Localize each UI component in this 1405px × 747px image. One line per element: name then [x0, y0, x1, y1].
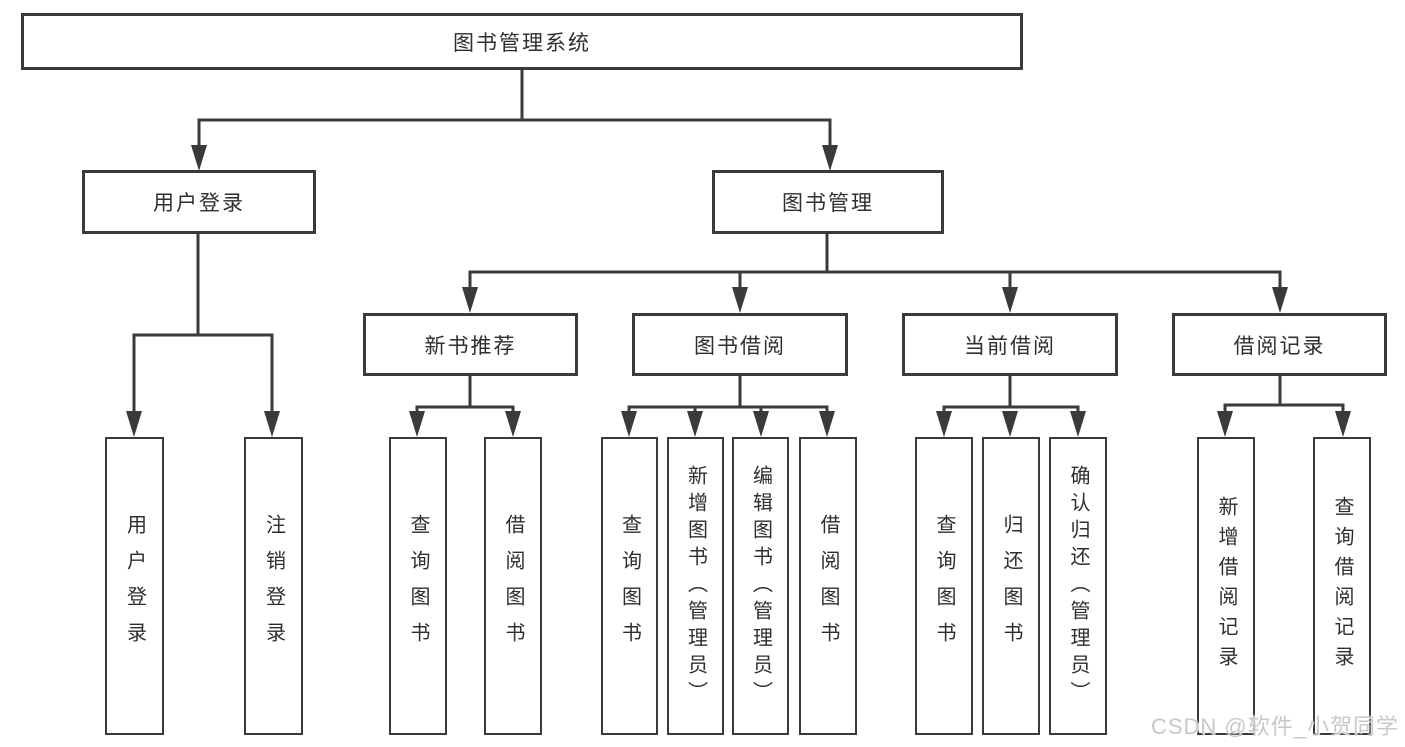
leaf-logout-label: 注销登录: [262, 514, 285, 658]
leaf-add-book-admin: 新增图书（管理员）: [667, 437, 724, 735]
leaf-borrow-book-recommend: 借阅图书: [484, 437, 542, 735]
node-book-management: 图书管理: [712, 170, 944, 234]
node-new-book-recommend: 新书推荐: [363, 313, 578, 376]
node-user-login-label: 用户登录: [153, 192, 245, 215]
node-current-borrow: 当前借阅: [902, 313, 1118, 376]
leaf-user-login: 用户登录: [105, 437, 164, 735]
connector-user-login: [132, 233, 274, 413]
leaf-user-login-label: 用户登录: [123, 514, 146, 658]
leaf-query-borrow-record-label: 查询借阅记录: [1331, 496, 1353, 676]
connector-paths: [132, 68, 1345, 413]
connector-new-book-recommend: [415, 376, 515, 413]
node-new-book-recommend-label: 新书推荐: [424, 334, 517, 358]
connector-book-borrow: [627, 376, 829, 413]
leaf-query-book-recommend-label: 查询图书: [407, 514, 429, 658]
leaf-query-book-current-label: 查询图书: [933, 514, 955, 658]
node-user-login: 用户登录: [82, 170, 316, 234]
leaf-logout: 注销登录: [244, 437, 303, 735]
leaf-query-book-current: 查询图书: [915, 437, 973, 735]
leaf-edit-book-admin: 编辑图书（管理员）: [732, 437, 789, 735]
leaf-query-book-borrow-label: 查询图书: [618, 514, 641, 658]
leaf-borrow-book-label: 借阅图书: [817, 514, 839, 658]
node-current-borrow-label: 当前借阅: [964, 334, 1056, 358]
leaf-return-book-label: 归还图书: [1000, 514, 1022, 658]
leaf-add-borrow-record: 新增借阅记录: [1197, 437, 1255, 735]
node-book-borrow-label: 图书借阅: [694, 334, 786, 358]
leaf-query-book-recommend: 查询图书: [389, 437, 447, 735]
leaf-query-borrow-record: 查询借阅记录: [1313, 437, 1371, 735]
leaf-borrow-book-recommend-label: 借阅图书: [502, 514, 524, 658]
connector-book-management: [468, 234, 1282, 289]
node-root: 图书管理系统: [21, 13, 1023, 70]
connector-current-borrow: [942, 376, 1080, 413]
node-borrow-records: 借阅记录: [1172, 313, 1387, 376]
node-root-label: 图书管理系统: [453, 31, 591, 55]
leaf-return-book: 归还图书: [982, 437, 1040, 735]
csdn-watermark: CSDN @软件_小贺同学: [1150, 714, 1399, 739]
connector-borrow-records: [1223, 376, 1345, 413]
leaf-query-book-borrow: 查询图书: [601, 437, 658, 735]
leaf-confirm-return-admin: 确认归还（管理员）: [1049, 437, 1107, 735]
leaf-add-book-admin-label: 新增图书（管理员）: [684, 464, 707, 708]
leaf-edit-book-admin-label: 编辑图书（管理员）: [749, 464, 772, 708]
node-book-management-label: 图书管理: [782, 192, 874, 215]
leaf-confirm-return-admin-label: 确认归还（管理员）: [1067, 464, 1089, 708]
leaf-borrow-book: 借阅图书: [799, 437, 857, 735]
connector-root: [197, 68, 832, 147]
node-borrow-records-label: 借阅记录: [1233, 334, 1326, 358]
node-book-borrow: 图书借阅: [632, 313, 848, 376]
leaf-add-borrow-record-label: 新增借阅记录: [1215, 496, 1237, 676]
